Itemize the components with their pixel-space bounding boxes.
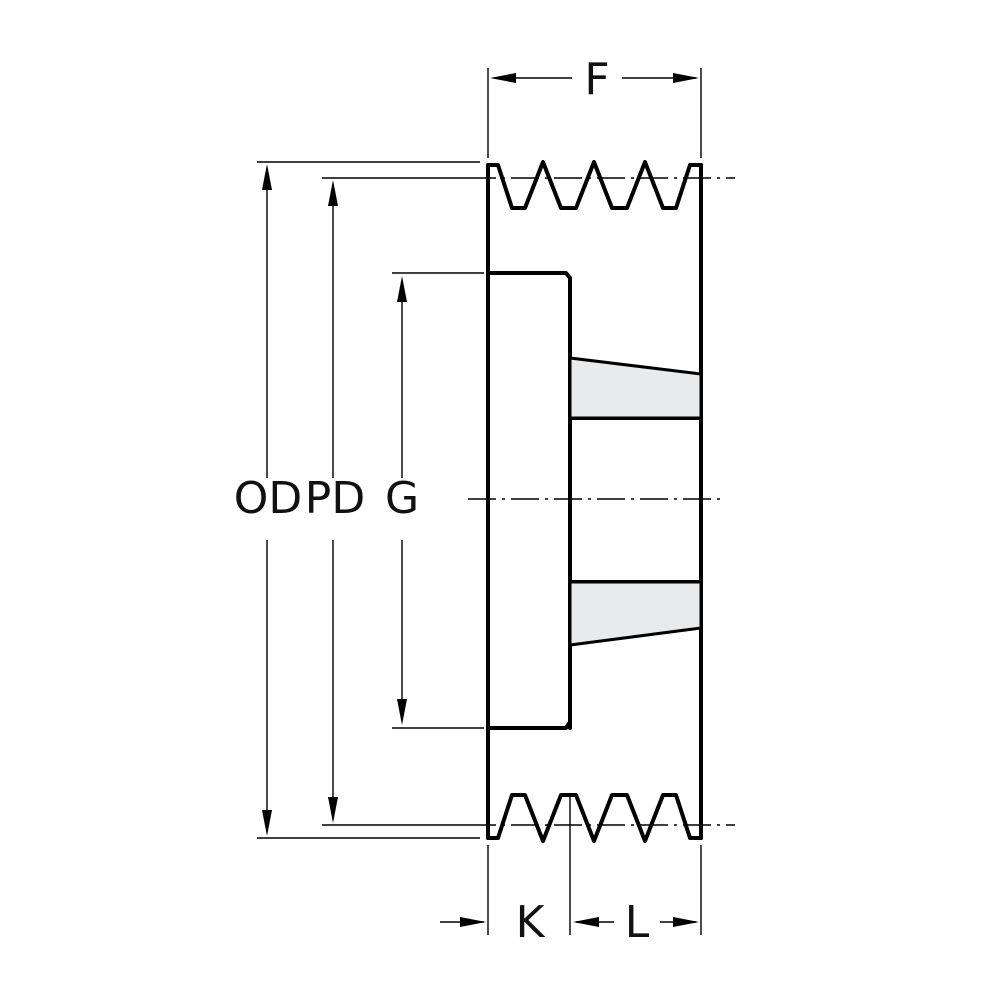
- od-arrow-top: [262, 164, 272, 190]
- k-arrow: [460, 917, 486, 927]
- g-arrow-top: [397, 276, 407, 302]
- pd-label: PD: [305, 473, 365, 524]
- od-dimension: [262, 164, 272, 836]
- l-arrow-left: [573, 917, 599, 927]
- l-arrow-right: [673, 917, 699, 927]
- l-dimension: [573, 917, 699, 927]
- pulley-body: [486, 160, 703, 843]
- k-label: K: [516, 897, 546, 948]
- k-dimension: [440, 917, 486, 927]
- bushing-bottom-wedge: [568, 580, 703, 647]
- l-label: L: [625, 897, 650, 948]
- od-label: OD: [234, 473, 303, 524]
- f-dimension: [490, 73, 699, 83]
- pd-dimension: [328, 180, 338, 823]
- g-dimension: [397, 276, 407, 725]
- f-label: F: [584, 54, 609, 105]
- f-arrow-right: [673, 73, 699, 83]
- f-arrow-left: [490, 73, 516, 83]
- bushing-top-wedge: [568, 356, 703, 420]
- g-arrow-bottom: [397, 699, 407, 725]
- hub-outline: [486, 271, 572, 730]
- pd-arrow-top: [328, 180, 338, 206]
- g-label: G: [385, 473, 419, 524]
- top-grooves: [486, 160, 703, 210]
- pd-arrow-bottom: [328, 797, 338, 823]
- extension-lines: [257, 68, 702, 935]
- bottom-grooves: [486, 793, 703, 843]
- od-arrow-bottom: [262, 810, 272, 836]
